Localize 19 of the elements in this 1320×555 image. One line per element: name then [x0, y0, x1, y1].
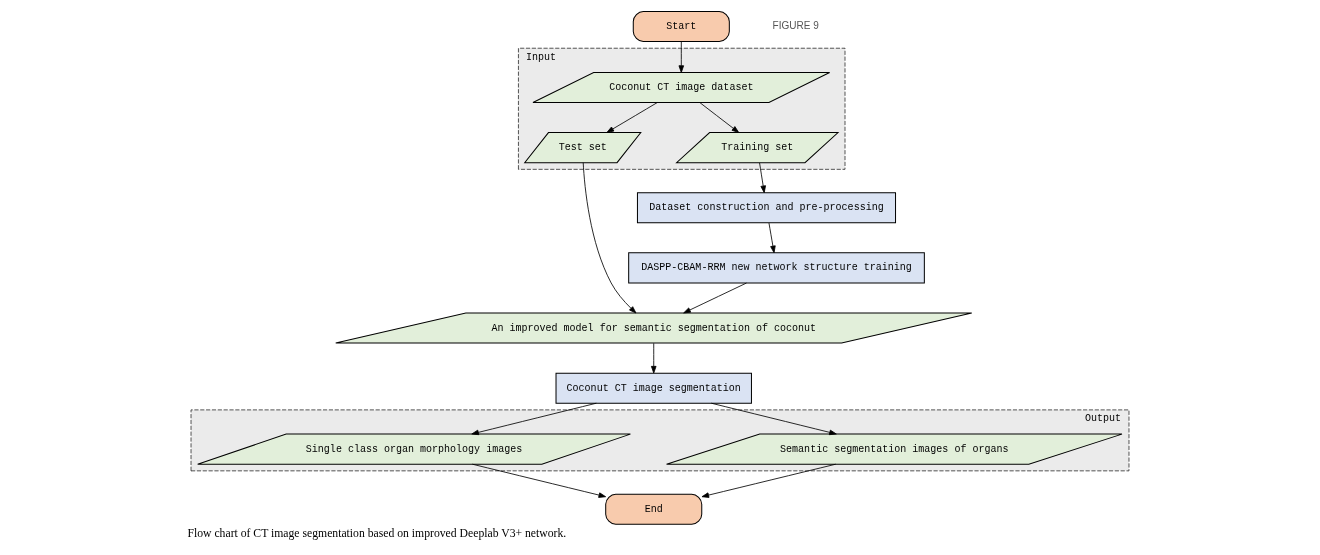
- arrow: [701, 463, 837, 498]
- arrow: [471, 463, 607, 498]
- arrow: [699, 102, 740, 133]
- caption: Flow chart of CT image segmentation based on improved Deeplab V3+ network.: [187, 527, 567, 540]
- node-box: Start: [632, 11, 730, 43]
- arrow: [759, 162, 766, 194]
- arrow: [651, 342, 657, 374]
- node-box: Dataset construction and pre-processing: [636, 192, 897, 224]
- arrow: [768, 222, 776, 254]
- arrow: [678, 41, 685, 73]
- label: FIGURE 9: [772, 20, 819, 32]
- node-box: DASPP-CBAM-RRM new network structure training: [628, 252, 925, 284]
- node-box: End: [605, 493, 703, 525]
- arrow: [471, 402, 597, 436]
- node-box: Coconut CT image segmentation: [555, 372, 752, 404]
- arrow: [683, 282, 747, 314]
- arrow: [606, 102, 658, 133]
- arrow: [582, 162, 637, 314]
- arrow: [710, 402, 837, 436]
